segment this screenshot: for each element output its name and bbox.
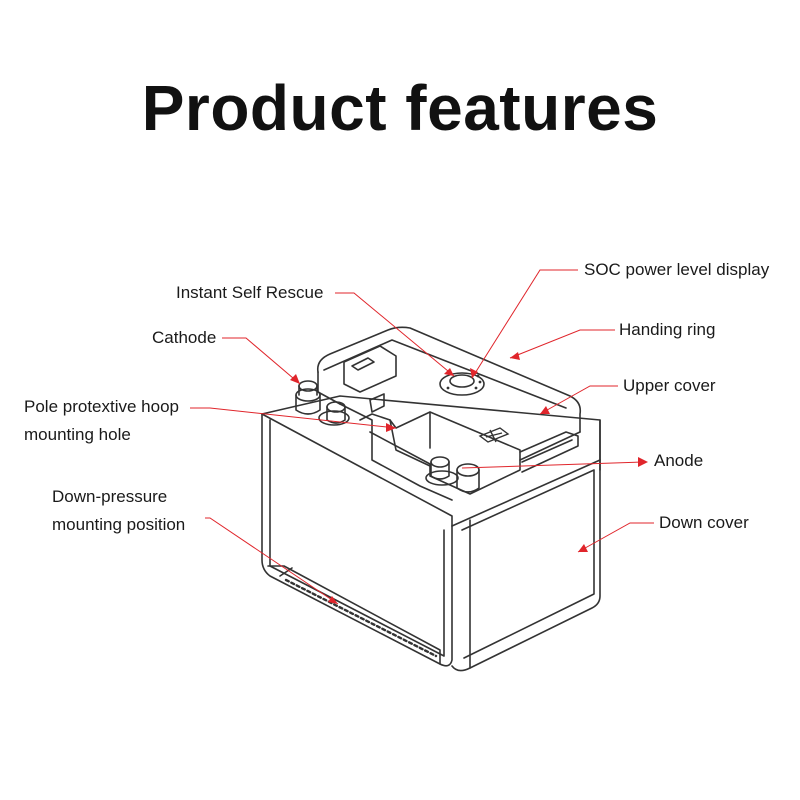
label-handing-ring: Handing ring (619, 320, 716, 339)
leader-lines (190, 269, 654, 605)
leader-down-cover (577, 522, 654, 553)
page-title: Product features (141, 72, 659, 144)
leader-arrowheads (290, 352, 648, 604)
label-down-pressure-line2: mounting position (52, 515, 186, 534)
label-down-pressure-line1: Down-pressure (52, 487, 168, 506)
leader-anode (461, 461, 645, 469)
leader-cathode (222, 337, 301, 385)
battery-outline (261, 326, 601, 672)
label-hoop-line2: mounting hole (24, 425, 131, 444)
leader-handing-ring (509, 329, 615, 359)
label-cathode: Cathode (152, 328, 217, 347)
label-soc-display: SOC power level display (584, 260, 770, 279)
leader-soc (471, 269, 578, 379)
label-hoop-line1: Pole protextive hoop (24, 397, 179, 416)
label-anode: Anode (654, 451, 704, 470)
leader-self-rescue (335, 292, 455, 377)
label-upper-cover: Upper cover (623, 376, 716, 395)
soc-dial-dots (446, 374, 482, 390)
label-instant-self-rescue: Instant Self Rescue (176, 283, 324, 302)
plus-symbol-icon (478, 427, 510, 443)
label-down-cover: Down cover (659, 513, 749, 532)
leader-upper-cover (539, 385, 618, 415)
leader-hoop (190, 407, 397, 429)
leader-down-pressure (205, 517, 339, 605)
